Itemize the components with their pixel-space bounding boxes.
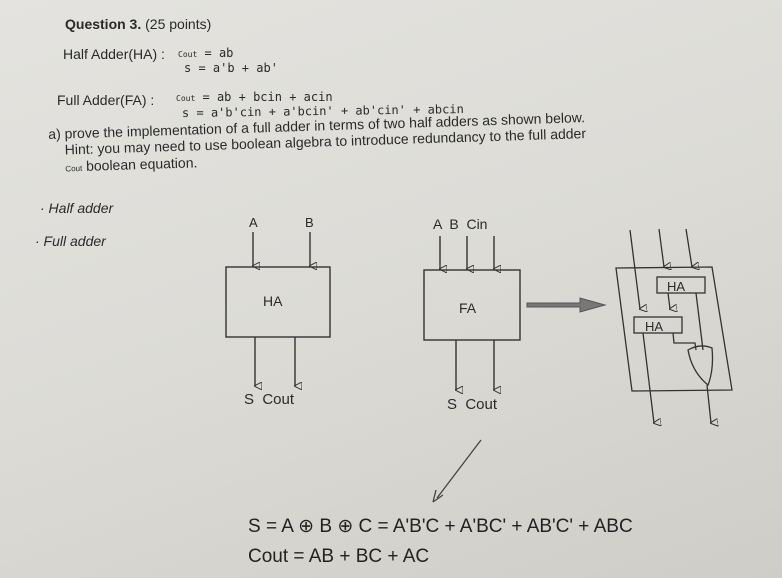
bullet-half-adder: · Half adder — [40, 200, 114, 216]
question-points: (25 points) — [145, 16, 212, 32]
full-adder-cout-eq: Cout = ab + bcin + acin — [176, 90, 333, 104]
handwritten-arrow-icon — [432, 439, 482, 503]
half-adder-cout-eq: Cout = ab — [178, 46, 233, 60]
impl-ha-top: HA — [667, 279, 685, 294]
ha-outputs: S Cout — [244, 391, 295, 408]
handwritten-cout-equation: Cout = AB + BC + AC — [248, 546, 430, 567]
cout-var: Cout — [176, 94, 196, 103]
fa-box — [423, 269, 521, 341]
cout-rhs: = ab — [204, 46, 234, 60]
ha-input-b: B — [305, 215, 314, 230]
arrow-right-icon — [526, 297, 607, 313]
two-ha-implementation-diagram — [615, 228, 733, 423]
half-adder-diagram — [225, 232, 331, 386]
impl-ha-bottom: HA — [645, 319, 663, 334]
fa-outputs: S Cout — [447, 396, 498, 413]
handwritten-s-equation: S = A ⊕ B ⊕ C = A'B'C + A'BC' + AB'C' + … — [248, 516, 633, 537]
question-title: Question 3. — [65, 16, 142, 32]
full-adder-label: Full Adder(FA) : — [57, 92, 155, 108]
ha-input-a: A — [249, 215, 258, 230]
ha-box-label: HA — [263, 293, 283, 309]
fa-inputs: A B Cin — [433, 216, 487, 232]
fa-box-label: FA — [459, 300, 477, 316]
full-adder-diagram — [423, 236, 521, 390]
question-heading: Question 3. (25 points) — [65, 16, 211, 32]
cout-rhs: = ab + bcin + acin — [202, 90, 333, 104]
cout-var: Cout — [178, 50, 198, 59]
bullet-full-adder: · Full adder — [35, 233, 106, 249]
half-adder-s-eq: s = a'b + ab' — [184, 61, 278, 75]
ha-box — [225, 266, 331, 338]
half-adder-label: Half Adder(HA) : — [63, 46, 165, 62]
